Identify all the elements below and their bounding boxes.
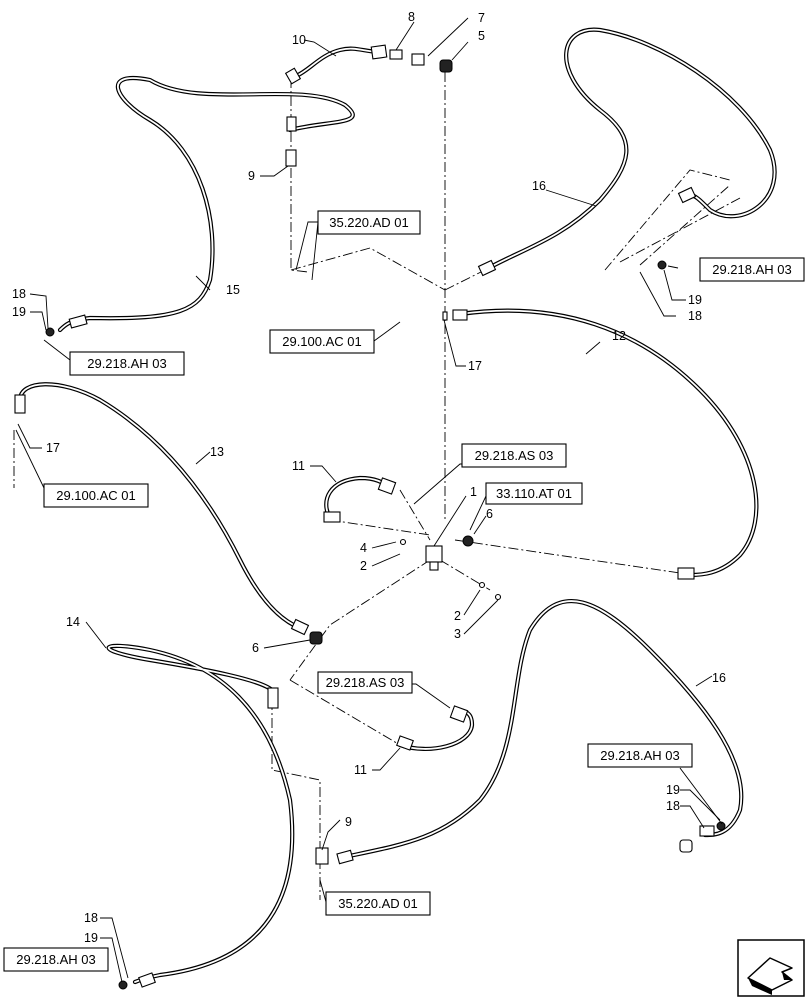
callout-19-right: 19 (688, 293, 702, 307)
fitting-8 (389, 49, 403, 60)
fitting-19-right (657, 260, 667, 270)
ref-box-29218ah-br[interactable]: 29.218.AH 03 (587, 743, 693, 768)
callout-19-br: 19 (666, 783, 680, 797)
ref-box-35220-bottom[interactable]: 35.220.AD 01 (325, 891, 431, 916)
callout-4: 4 (360, 541, 367, 555)
ref-text: 35.220.AD 01 (329, 215, 409, 230)
callout-16-bottom: 16 (712, 671, 726, 685)
arrow-navigation-icon[interactable] (737, 939, 805, 997)
svg-text:29.218.AH 03: 29.218.AH 03 (16, 952, 96, 967)
svg-text:29.218.AS 03: 29.218.AS 03 (475, 448, 554, 463)
callout-17-left: 17 (46, 441, 60, 455)
callout-2-right: 2 (454, 609, 461, 623)
svg-text:29.218.AH 03: 29.218.AH 03 (87, 356, 167, 371)
hose-10 (293, 46, 383, 79)
valve-block-1 (425, 545, 443, 563)
callout-6-right: 6 (486, 507, 493, 521)
fitting-6-left (309, 631, 323, 645)
fitting-hose10-end (370, 44, 388, 60)
fitting-9-top (285, 149, 297, 167)
fitting-hose13-end (14, 394, 26, 414)
fitting-6-right (462, 535, 474, 547)
hose-14 (106, 643, 295, 985)
callout-19-bl: 19 (84, 931, 98, 945)
callout-5: 5 (478, 29, 485, 43)
callout-9-top: 9 (248, 169, 255, 183)
fitting-5 (439, 59, 453, 73)
ref-box-29218ah-bl[interactable]: 29.218.AH 03 (3, 947, 109, 972)
ref-box-29218as-top[interactable]: 29.218.AS 03 (461, 443, 567, 468)
callout-18-bl: 18 (84, 911, 98, 925)
callout-1: 1 (470, 485, 477, 499)
callout-18-right: 18 (688, 309, 702, 323)
callout-17-mid: 17 (468, 359, 482, 373)
callout-14: 14 (66, 615, 80, 629)
hose-16-bottom (337, 599, 744, 861)
svg-text:29.100.AC 01: 29.100.AC 01 (56, 488, 136, 503)
callout-11-bottom: 11 (354, 763, 367, 777)
callout-2-left: 2 (360, 559, 367, 573)
fitting-hose15-end (286, 116, 297, 132)
callout-11-top: 11 (292, 459, 305, 473)
ref-box-29218ah-right[interactable]: 29.218.AH 03 (699, 257, 805, 282)
svg-text:29.218.AH 03: 29.218.AH 03 (712, 262, 792, 277)
svg-text:33.110.AT 01: 33.110.AT 01 (496, 486, 572, 501)
callout-16-top: 16 (532, 179, 546, 193)
callout-9-bottom: 9 (345, 815, 352, 829)
assembly-lines (13, 72, 741, 900)
callout-19-left: 19 (12, 305, 26, 319)
fitting-9-bottom (315, 847, 329, 865)
callout-7: 7 (478, 11, 485, 25)
ref-box-29218ah-left[interactable]: 29.218.AH 03 (69, 351, 185, 376)
svg-text:29.100.AC 01: 29.100.AC 01 (282, 334, 362, 349)
hose-16-top (482, 27, 777, 273)
fitting-7 (411, 53, 425, 66)
callout-6-left: 6 (252, 641, 259, 655)
callout-15: 15 (226, 283, 240, 297)
ref-box-33110at[interactable]: 33.110.AT 01 (485, 482, 583, 505)
hose-12 (457, 308, 759, 578)
svg-text:29.218.AH 03: 29.218.AH 03 (600, 748, 680, 763)
leader-lines (15, 17, 723, 983)
callout-18-left: 18 (12, 287, 26, 301)
ref-box-35220-top[interactable]: 35.220.AD 01 (317, 210, 421, 235)
svg-text:35.220.AD 01: 35.220.AD 01 (338, 896, 418, 911)
svg-text:29.218.AS 03: 29.218.AS 03 (326, 675, 405, 690)
callout-3: 3 (454, 627, 461, 641)
callout-numbers: 10 8 7 5 9 16 15 18 19 19 18 17 12 17 13… (12, 10, 726, 945)
callout-12: 12 (612, 329, 626, 343)
callout-8: 8 (408, 10, 415, 24)
callout-18-br: 18 (666, 799, 680, 813)
fitting-19-left (45, 327, 55, 337)
callout-10: 10 (292, 33, 306, 47)
fittings (14, 44, 726, 990)
ref-box-29100ac-mid[interactable]: 29.100.AC 01 (269, 329, 375, 354)
ref-box-29218as-bottom[interactable]: 29.218.AS 03 (317, 671, 413, 694)
fitting-19-bl (118, 980, 128, 990)
callout-13: 13 (210, 445, 224, 459)
ref-box-29100ac-left[interactable]: 29.100.AC 01 (43, 483, 149, 508)
